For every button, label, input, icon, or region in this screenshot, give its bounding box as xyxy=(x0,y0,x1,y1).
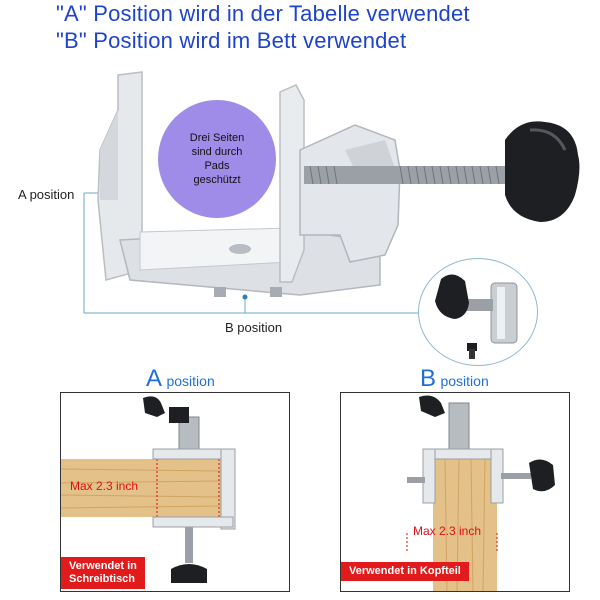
callout-line-1: Drei Seiten xyxy=(189,132,245,144)
panel-a-illustration xyxy=(61,396,236,583)
b-word: position xyxy=(440,373,489,389)
panel-a-desk: Max 2.3 inch Verwendet in Schreibtisch xyxy=(60,392,290,592)
a-position-label: A position xyxy=(18,187,75,202)
b-max-thickness-label: Max 2.3 inch xyxy=(413,524,482,538)
knob-detail-inset xyxy=(418,258,538,366)
b-position-heading: B position xyxy=(420,365,489,393)
callout-line-3: Pads xyxy=(204,160,230,172)
callout-line-4: geschützt xyxy=(193,174,241,186)
pads-callout-bubble: Drei Seiten sind durch Pads geschützt xyxy=(158,100,276,218)
header-line-b: "B" Position wird im Bett verwendet xyxy=(56,28,407,53)
a-max-thickness-label: Max 2.3 inch xyxy=(70,479,139,493)
b-usage-tag: Verwendet in Kopfteil xyxy=(341,562,469,581)
b-letter: B xyxy=(420,365,437,392)
panel-b-headboard: Max 2.3 inch Verwendet in Kopfteil xyxy=(340,392,570,592)
a-position-heading: A position xyxy=(146,365,215,393)
clamp-product-image xyxy=(83,71,580,314)
a-usage-tag: Verwendet in Schreibtisch xyxy=(61,557,145,589)
header-line-a: "A" Position wird in der Tabelle verwend… xyxy=(56,1,470,26)
callout-line-2: sind durch xyxy=(191,146,243,158)
panel-b-illustration xyxy=(406,395,555,591)
b-position-label: B position xyxy=(225,320,283,335)
a-letter: A xyxy=(146,365,163,392)
a-word: position xyxy=(166,373,215,389)
